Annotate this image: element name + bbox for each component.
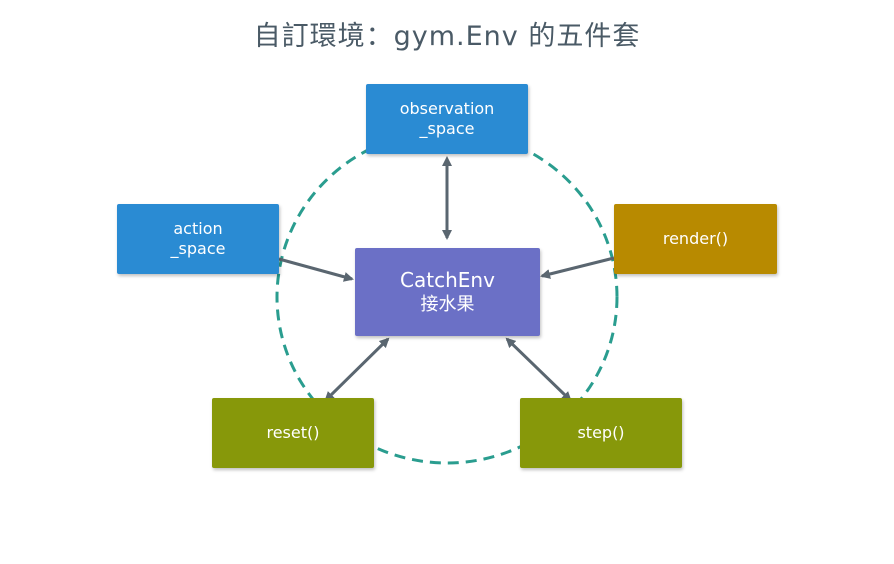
catchenv-center-box: CatchEnv 接水果 bbox=[355, 248, 540, 336]
render-label: render() bbox=[662, 229, 729, 248]
action-space-label-line2: _space bbox=[170, 239, 226, 258]
step-box: step() bbox=[520, 398, 682, 468]
reset-label: reset() bbox=[266, 423, 320, 442]
action-space-box: action _space bbox=[117, 204, 279, 274]
action-space-label-line1: action bbox=[173, 219, 223, 238]
observation-space-box: observation _space bbox=[366, 84, 528, 154]
arrow-action-center bbox=[278, 257, 354, 282]
center-label-line2: 接水果 bbox=[420, 294, 475, 315]
observation-space-label-line2: _space bbox=[419, 119, 475, 138]
center-label-line1: CatchEnv bbox=[400, 268, 495, 292]
render-box: render() bbox=[614, 204, 777, 274]
arrow-reset-center bbox=[324, 337, 390, 402]
reset-box: reset() bbox=[212, 398, 374, 468]
observation-space-label-line1: observation bbox=[399, 99, 495, 118]
arrow-render-center bbox=[540, 256, 615, 279]
arrow-step-center bbox=[505, 337, 572, 402]
dashed-cycle-circle bbox=[275, 129, 619, 465]
diagram-title: 自訂環境：gym.Env 的五件套 bbox=[253, 21, 641, 52]
step-label: step() bbox=[577, 423, 625, 442]
